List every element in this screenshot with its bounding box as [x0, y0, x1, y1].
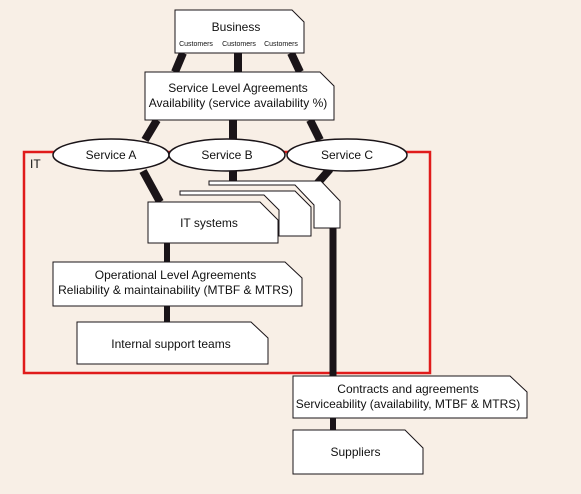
service-c-label: Service C	[320, 148, 373, 162]
customers-label-2: Customers	[222, 41, 256, 48]
business-box	[174, 9, 305, 54]
sla-title: Service Level Agreements	[168, 81, 308, 95]
suppliers-label: Suppliers	[330, 445, 381, 459]
customers-label-1: Customers	[179, 41, 213, 48]
ola-title: Operational Level Agreements	[94, 268, 257, 282]
it-systems-label: IT systems	[180, 216, 238, 230]
internal-teams-box	[76, 321, 269, 365]
customers-label-3: Customers	[264, 41, 298, 48]
sla-box	[144, 71, 335, 121]
it-systems-stack	[179, 180, 341, 237]
contracts-box	[292, 375, 528, 419]
business-title: Business	[211, 20, 261, 34]
service-b-ellipse	[168, 138, 286, 172]
suppliers-box	[292, 429, 424, 475]
service-b-label: Service B	[201, 148, 253, 162]
ola-subtitle: Reliability & maintainability (MTBF & MT…	[58, 283, 293, 297]
internal-teams-label: Internal support teams	[111, 337, 231, 351]
sla-subtitle: Availability (service availability %)	[148, 96, 328, 110]
it-boundary-label: IT	[30, 157, 41, 171]
contracts-title: Contracts and agreements	[337, 382, 479, 396]
contracts-subtitle: Serviceability (availability, MTBF & MTR…	[295, 397, 521, 411]
service-a-label: Service A	[85, 148, 137, 162]
service-c-ellipse	[286, 138, 408, 172]
ola-box	[52, 261, 303, 307]
it-systems-box	[147, 201, 279, 244]
